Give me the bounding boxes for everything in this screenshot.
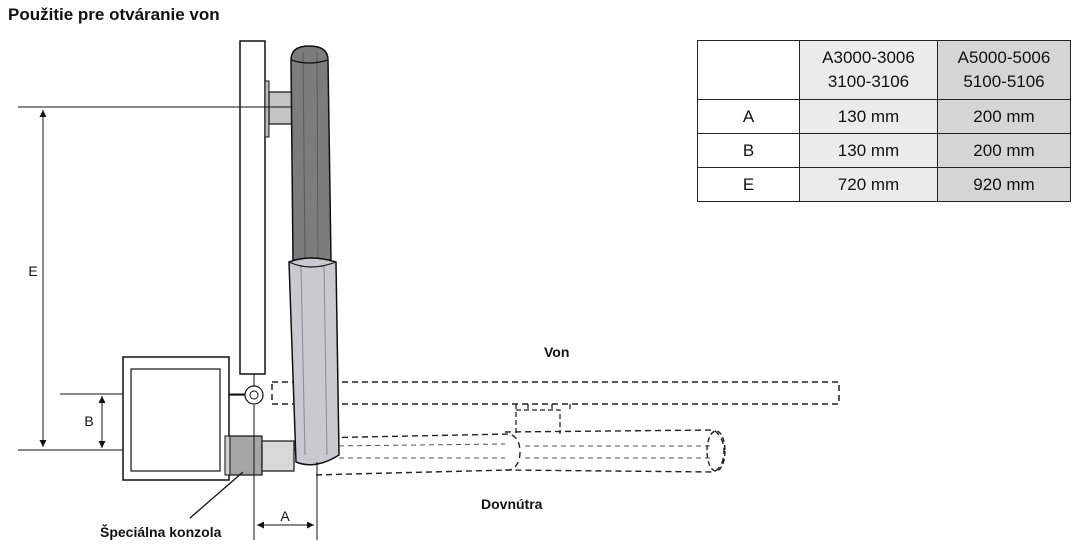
row-value-1: 130 mm <box>799 133 938 168</box>
table-header-row: A3000-3006 3100-3106 A5000-5006 5100-5106 <box>697 40 1071 100</box>
bracket-shaft <box>261 440 295 472</box>
header-line: A3000-3006 <box>822 48 915 67</box>
row-label: E <box>697 167 800 202</box>
top-mount-plate <box>268 91 294 125</box>
top-mount-bracket <box>264 80 270 138</box>
motor-housing-inner <box>130 368 221 472</box>
header-line: 3100-3106 <box>827 72 910 91</box>
dim-a-label: A <box>280 508 290 524</box>
row-value-2: 200 mm <box>937 99 1071 134</box>
row-value-2: 920 mm <box>937 167 1071 202</box>
pivot-joint-inner <box>249 390 259 400</box>
operator-dashed-outer <box>311 433 521 476</box>
operator-body <box>288 257 340 466</box>
table-row: B 130 mm 200 mm <box>697 133 1071 168</box>
operator-rod-highlight-1 <box>302 51 306 259</box>
label-von: Von <box>544 344 569 360</box>
operator-body-groove-2 <box>323 265 328 456</box>
row-value-1: 130 mm <box>799 99 938 134</box>
header-line: A5000-5006 <box>957 48 1051 67</box>
label-dovnutra: Dovnútra <box>481 496 543 512</box>
wall-post <box>239 40 266 375</box>
page-title: Použitie pre otváranie von <box>8 5 220 24</box>
row-value-1: 720 mm <box>799 167 938 202</box>
table-header-model-1: A3000-3006 3100-3106 <box>799 40 938 100</box>
bracket-leader <box>189 471 244 519</box>
operator-rod-highlight-2 <box>316 51 319 259</box>
operator-body-groove-1 <box>300 265 306 456</box>
operator-rod <box>290 45 332 261</box>
row-label: B <box>697 133 800 168</box>
row-value-2: 200 mm <box>937 133 1071 168</box>
header-line: 5100-5106 <box>963 72 1045 91</box>
operator-body-top <box>288 261 337 268</box>
special-bracket <box>228 435 263 476</box>
table-row: E 720 mm 920 mm <box>697 167 1071 202</box>
table-header-model-2: A5000-5006 5100-5106 <box>937 40 1071 100</box>
operator-dashed-end <box>706 430 726 472</box>
table-header-empty <box>697 40 800 100</box>
operator-dashed-tube <box>504 429 725 473</box>
operator-rod-cap <box>290 59 329 64</box>
bracket-label: Špeciálna konzola <box>100 523 222 540</box>
dim-e-label: E <box>28 263 37 279</box>
table-row: A 130 mm 200 mm <box>697 99 1071 134</box>
gate-hinge-dashed <box>515 404 571 434</box>
gate-leaf-open <box>271 381 840 405</box>
dim-b-label: B <box>84 413 93 429</box>
row-label: A <box>697 99 800 134</box>
special-bracket-edge <box>224 435 231 476</box>
operator-dashed-lines <box>329 443 712 459</box>
